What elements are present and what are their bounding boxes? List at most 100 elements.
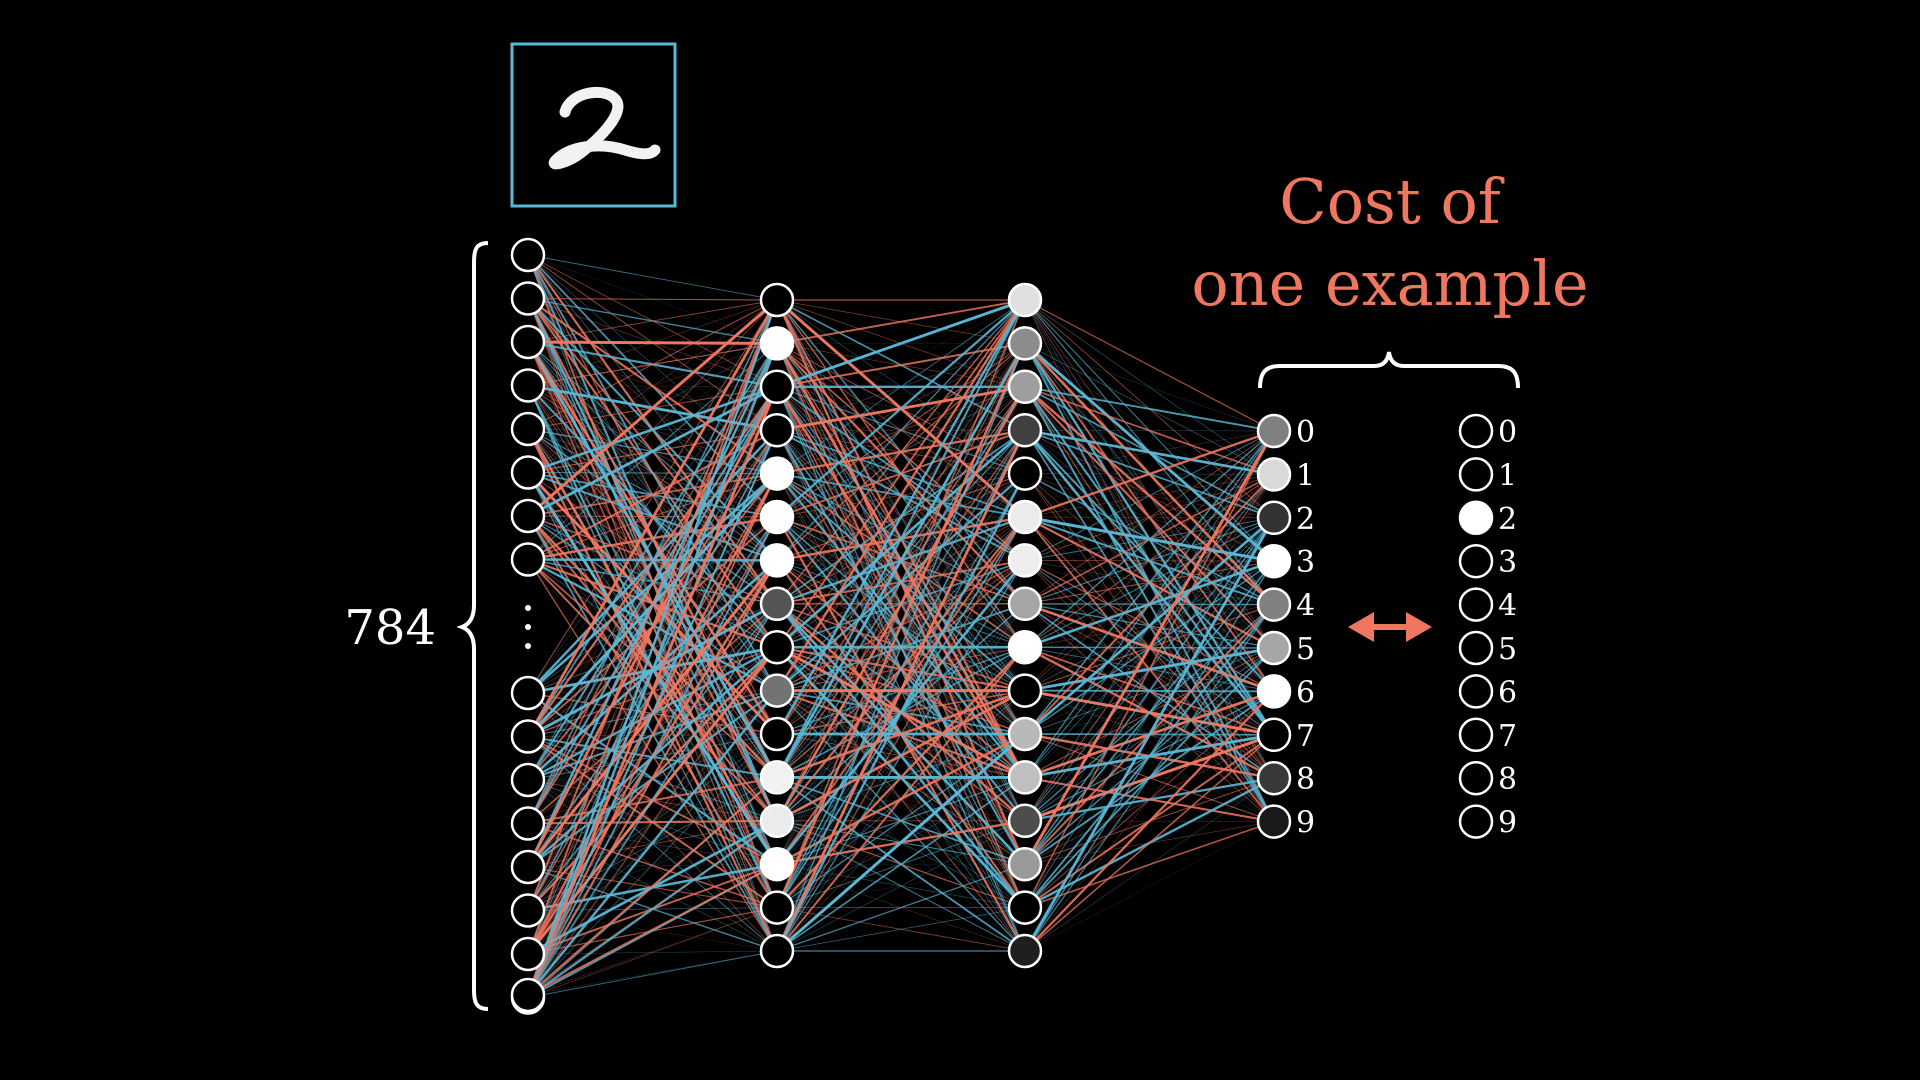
input-neuron xyxy=(510,324,546,360)
input-hidden1-weight-line xyxy=(526,299,779,996)
output-layer xyxy=(1256,413,1292,839)
target-neuron xyxy=(1458,587,1494,622)
input-hidden1-weight-line xyxy=(527,473,778,996)
hidden2-neuron xyxy=(1007,543,1043,578)
hidden1-neuron xyxy=(759,456,795,491)
target-digit-label: 4 xyxy=(1498,589,1517,624)
hidden1-hidden2-weight-line xyxy=(776,776,1026,952)
hidden2-neuron xyxy=(1007,282,1043,318)
target-digit-label: 8 xyxy=(1498,762,1517,797)
output-neuron xyxy=(1256,500,1292,536)
target-neuron xyxy=(1458,674,1494,709)
output-digit-label: 5 xyxy=(1296,632,1315,667)
neuron-layers xyxy=(510,237,1494,1015)
hidden2-output-weight-line xyxy=(1024,385,1275,432)
hidden2-output-weight-line xyxy=(1024,430,1275,561)
input-neuron xyxy=(510,237,546,273)
input-hidden1-weight-line xyxy=(527,646,778,998)
hidden2-output-weight-line xyxy=(1024,430,1275,908)
weight-connections xyxy=(526,254,1276,999)
hidden1-neuron xyxy=(759,543,795,578)
hidden1-neuron xyxy=(759,412,795,448)
hidden1-hidden2-weight-line xyxy=(776,299,1026,865)
input-hidden1-weight-line xyxy=(527,299,778,911)
input-hidden1-weight-line xyxy=(526,342,779,998)
comparison-brace xyxy=(1258,351,1520,389)
hidden1-hidden2-weight-line xyxy=(776,298,1026,389)
input-hidden1-weight-line xyxy=(527,950,778,955)
input-hidden1-weight-line xyxy=(527,820,778,996)
hidden2-neuron xyxy=(1007,933,1043,969)
input-neuron xyxy=(510,893,546,928)
hidden1-hidden2-weight-line xyxy=(776,516,1026,952)
target-digit-label: 3 xyxy=(1498,545,1517,580)
input-hidden1-weight-line xyxy=(527,299,778,430)
output-digit-label: 2 xyxy=(1296,502,1315,537)
hidden1-hidden2-weight-line xyxy=(776,907,1026,952)
hidden1-hidden2-weight-line xyxy=(776,299,1026,648)
input-layer xyxy=(510,237,546,1015)
input-count-label: 784 xyxy=(344,600,436,656)
input-hidden1-weight-line xyxy=(527,297,778,301)
input-neuron xyxy=(510,542,546,577)
hidden2-output-weight-line xyxy=(1024,430,1275,952)
input-hidden1-weight-line xyxy=(527,298,778,518)
hidden2-neuron xyxy=(1007,586,1043,622)
hidden1-neuron xyxy=(759,282,795,318)
output-digit-label: 6 xyxy=(1296,675,1315,710)
hidden1-neuron xyxy=(759,586,795,622)
hidden2-output-weight-line xyxy=(1024,474,1275,908)
input-neuron xyxy=(510,675,546,711)
target-neuron xyxy=(1458,413,1494,449)
input-image xyxy=(510,42,677,208)
hidden1-hidden2-weight-line xyxy=(776,299,1026,345)
hidden1-hidden2-weight-line xyxy=(775,342,1027,779)
hidden2-output-weight-line xyxy=(1024,430,1275,605)
input-ellipsis xyxy=(525,605,531,649)
output-neuron xyxy=(1256,413,1292,449)
output-neuron xyxy=(1256,457,1292,492)
hidden2-neuron xyxy=(1007,369,1043,405)
hidden2-neuron xyxy=(1007,456,1043,491)
input-hidden1-weight-line xyxy=(527,343,778,430)
hidden1-hidden2-weight-line xyxy=(776,863,1026,952)
input-hidden1-weight-line xyxy=(527,299,778,386)
hidden2-neuron xyxy=(1007,673,1043,708)
output-digit-label: 9 xyxy=(1296,806,1315,841)
input-neuron xyxy=(510,977,546,1013)
input-hidden1-weight-line xyxy=(527,429,778,996)
hidden1-neuron xyxy=(759,369,795,405)
input-hidden1-weight-line xyxy=(527,299,778,955)
output-digit-label: 3 xyxy=(1296,545,1315,580)
hidden1-hidden2-weight-line xyxy=(776,299,1026,474)
input-image-frame xyxy=(510,42,677,208)
input-neuron xyxy=(510,368,546,403)
hidden2-output-weight-line xyxy=(1024,429,1275,432)
hidden1-hidden2-weight-line xyxy=(776,820,1026,952)
input-neuron xyxy=(510,936,546,972)
hidden2-neuron xyxy=(1007,760,1043,795)
hidden2-output-weight-line xyxy=(1024,777,1275,952)
input-hidden1-weight-line xyxy=(527,254,778,301)
hidden2-neuron xyxy=(1007,846,1043,882)
hidden1-neuron xyxy=(759,629,795,665)
hidden1-hidden2-weight-line xyxy=(776,299,1026,692)
hidden1-hidden2-weight-line xyxy=(776,343,1026,822)
output-digit-label: 0 xyxy=(1296,415,1315,450)
hidden2-output-weight-line xyxy=(1024,430,1275,691)
input-hidden1-weight-line xyxy=(527,950,778,998)
handwritten-digit-glyph xyxy=(548,86,661,170)
input-neuron xyxy=(510,849,546,885)
hidden1-hidden2-weight-line xyxy=(776,299,1026,821)
hidden2-output-weight-line xyxy=(1024,734,1275,952)
output-digit-label: 1 xyxy=(1296,458,1315,493)
hidden2-output-weight-line xyxy=(1024,299,1275,432)
hidden1-neuron xyxy=(759,760,795,795)
hidden2-output-weight-line xyxy=(1024,429,1275,519)
target-neuron xyxy=(1458,630,1494,666)
input-neuron xyxy=(510,455,546,490)
output-neuron xyxy=(1256,674,1292,709)
hidden2-output-weight-line xyxy=(1023,517,1276,952)
